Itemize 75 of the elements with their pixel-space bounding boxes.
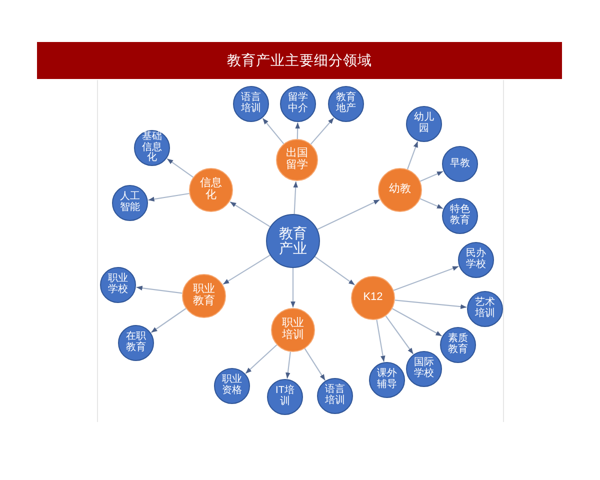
arrow [304,348,326,381]
subcategory-circle [134,130,170,166]
arrow [314,256,356,286]
arrow [290,268,296,308]
arrow [385,316,414,354]
arrow [150,308,186,333]
node-label: 民办学校 [465,249,487,271]
node-label: 艺术培训 [474,298,496,320]
subcategory-circle [118,325,154,361]
arrow [310,118,334,145]
node-label: 在职教育 [125,332,147,354]
subcategory-circle [100,267,136,303]
arrow [166,158,194,178]
category-circle [351,276,395,320]
arrow [376,320,386,362]
category-circle [378,168,422,212]
arrow [148,192,190,202]
node-label: 早教 [450,158,470,170]
subcategory-circle [440,327,476,363]
arrow [293,181,298,214]
central-topic-circle [266,214,320,268]
node-label: 教育地产 [335,93,357,115]
subcategory-circle [442,198,478,234]
category-circle [276,139,318,181]
arrow [420,170,444,182]
node-label: 国际学校 [413,358,435,380]
node-label: 幼教 [389,184,411,196]
subcategory-circle [214,368,250,404]
category-circle [182,274,226,318]
node-label: 职业培训 [281,318,305,342]
arrow [295,122,300,139]
node-label: 教育产业 [278,226,308,256]
arrow [392,308,442,336]
arrow [393,266,459,291]
arrow [245,344,278,374]
arrow [222,254,270,285]
arrow [420,198,444,210]
subcategory-circle [467,291,503,327]
subcategory-circle [317,378,353,414]
node-label: 留学中介 [287,93,309,115]
subcategory-circle [442,146,478,182]
arrow [317,199,380,230]
subcategory-circle [280,86,316,122]
arrow [406,141,418,170]
arrow [262,118,284,144]
node-label: 语言培训 [324,385,346,407]
node-label: 素质教育 [447,334,469,356]
subcategory-circle [458,242,494,278]
node-label: 人工智能 [119,192,141,214]
node-label: 课外辅导 [376,369,398,391]
subcategory-circle [112,185,148,221]
category-circle [271,308,315,352]
title-text: 教育产业主要细分领域 [227,52,372,70]
node-label: 基础信息化 [141,132,163,164]
arrow [136,286,182,294]
arrow [394,300,467,309]
node-label: 职业教育 [192,284,216,308]
category-circle [189,168,233,212]
subcategory-circle [406,351,442,387]
subcategory-circle [369,362,405,398]
subcategory-circle [406,106,442,142]
node-label: 幼儿园 [413,113,435,135]
node-label: 职业学校 [107,274,129,296]
subcategory-circle [267,379,303,415]
node-label: 信息化 [199,178,223,202]
node-label: IT培训 [274,386,296,408]
node-label: 职业资格 [221,375,243,397]
subcategory-circle [233,86,269,122]
node-label: 语言培训 [240,93,262,115]
arrow [230,201,270,228]
subcategory-circle [328,86,364,122]
node-label: 特色教育 [449,205,471,227]
node-label: K12 [363,292,383,304]
node-label: 出国留学 [285,148,309,172]
arrow [286,352,291,379]
